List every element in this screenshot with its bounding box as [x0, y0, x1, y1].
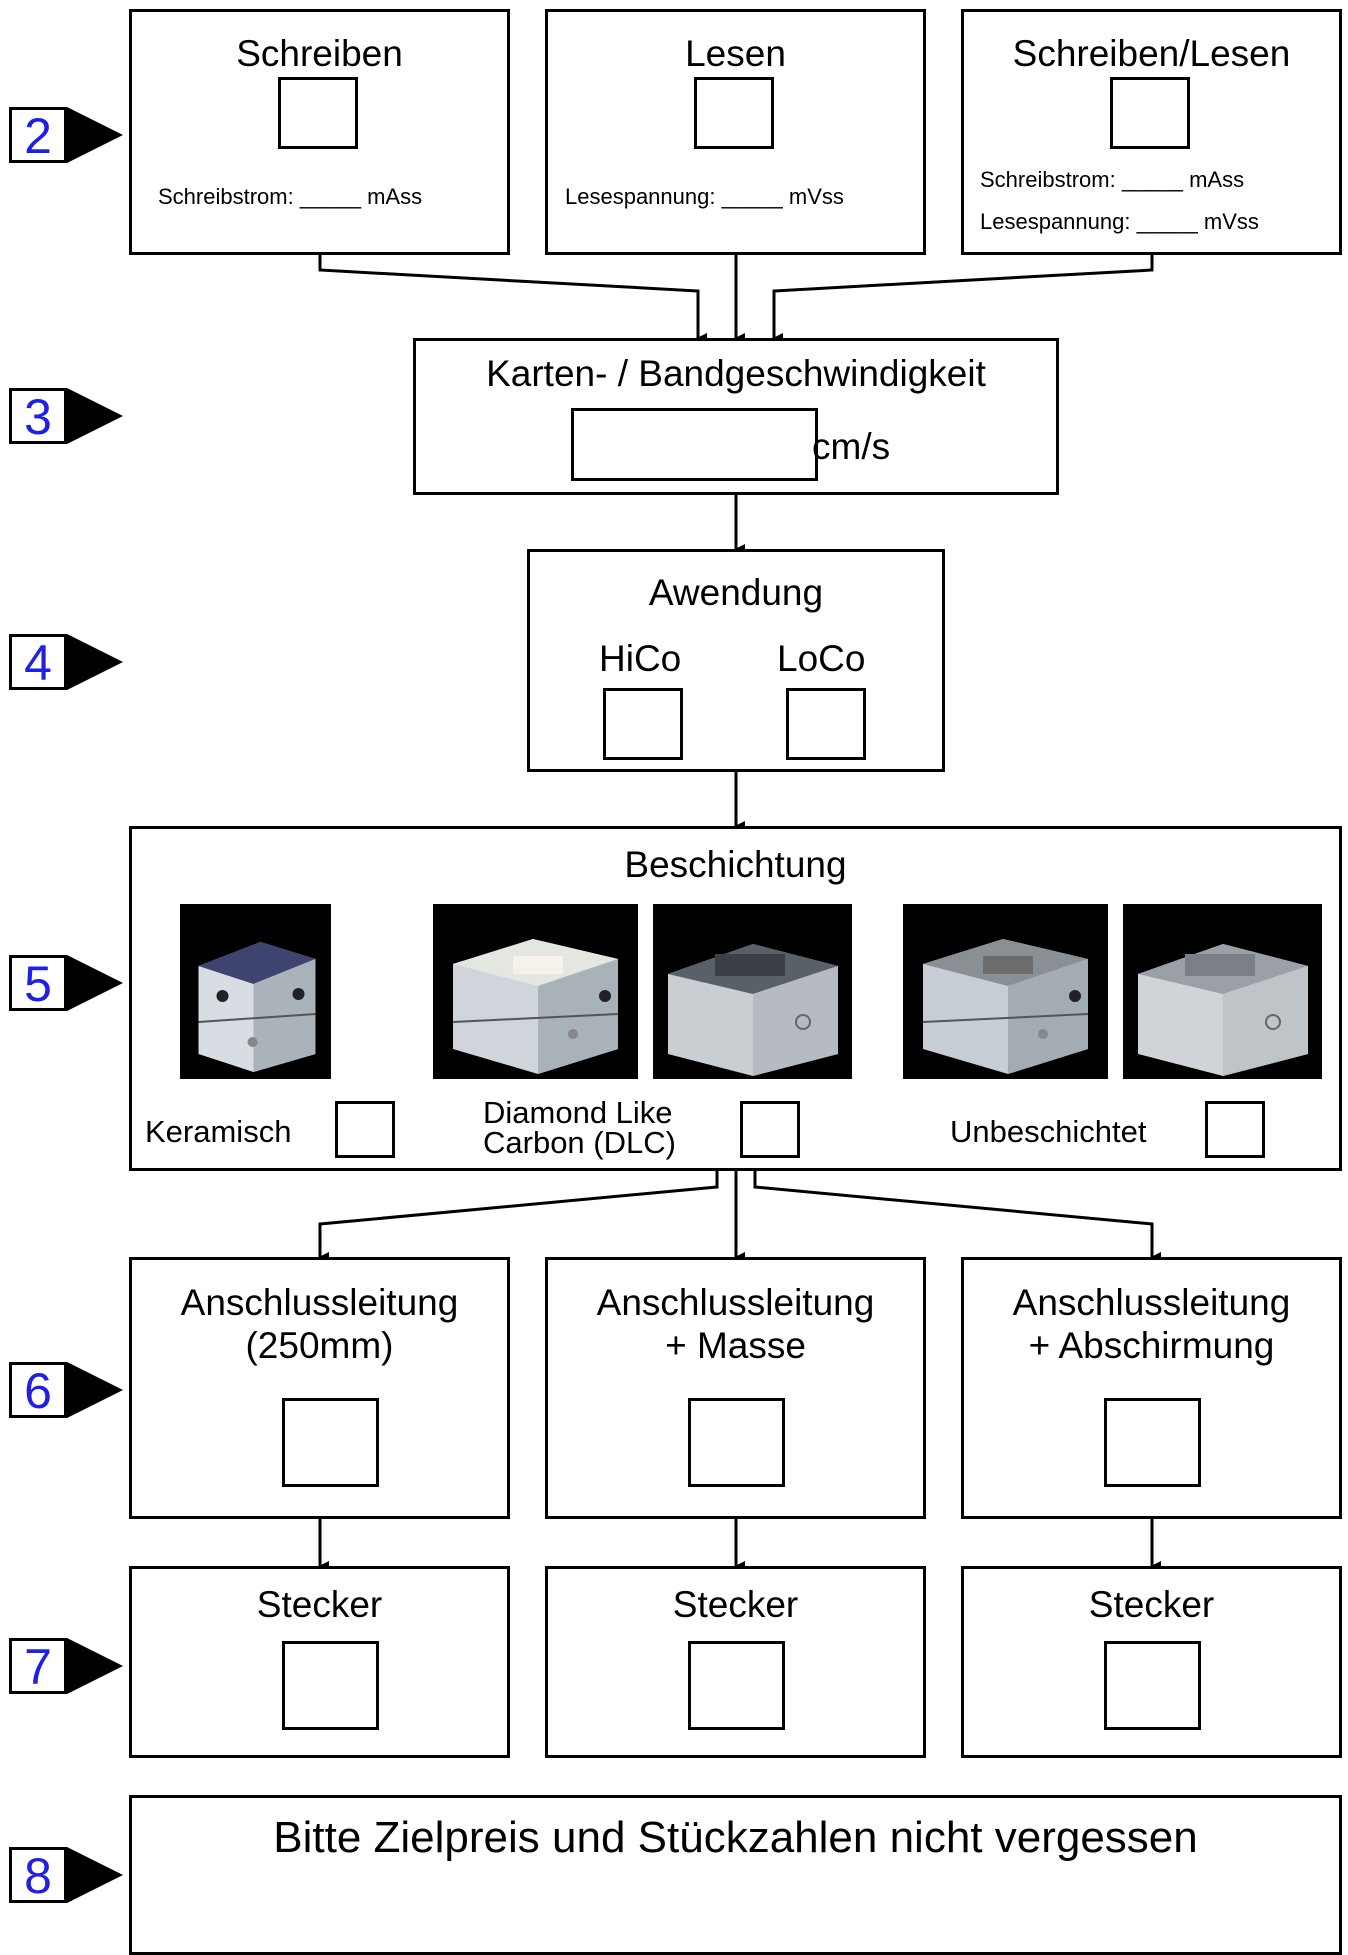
step-number: 4: [9, 634, 67, 690]
hico-checkbox[interactable]: [603, 688, 683, 760]
cable-standard-title-line1: Anschlussleitung: [180, 1282, 459, 1323]
connector-checkbox-1[interactable]: [282, 1641, 379, 1730]
rw-write-current-field[interactable]: Schreibstrom: _____ mAss: [980, 167, 1245, 192]
cable-ground-checkbox[interactable]: [688, 1398, 785, 1487]
cable-ground-box: Anschlussleitung + Masse: [545, 1257, 926, 1519]
loco-checkbox[interactable]: [786, 688, 866, 760]
connector-label-1: Stecker: [256, 1584, 383, 1625]
read-voltage-field[interactable]: Lesespannung: _____ mVss: [565, 184, 844, 209]
uncoated-checkbox[interactable]: [1205, 1101, 1265, 1158]
step-arrow-icon: [67, 1847, 123, 1903]
cable-shield-checkbox[interactable]: [1104, 1398, 1201, 1487]
step-number: 3: [9, 388, 67, 444]
rw-read-voltage-field[interactable]: Lesespannung: _____ mVss: [980, 209, 1259, 234]
step-arrow-icon: [67, 107, 123, 163]
step-arrow-icon: [67, 955, 123, 1011]
application-box: Awendung HiCo LoCo: [527, 549, 945, 772]
step-number: 8: [9, 1847, 67, 1903]
dlc-checkbox[interactable]: [740, 1101, 800, 1158]
cable-ground-title-line1: Anschlussleitung: [596, 1282, 875, 1323]
dlc-head-image-1: [433, 904, 638, 1079]
connector-box-3: Stecker: [961, 1566, 1342, 1758]
dlc-head-image-2: [653, 904, 852, 1079]
notes-title: Bitte Zielpreis und Stückzahlen nicht ve…: [273, 1813, 1198, 1862]
read-write-mode-box: Schreiben/Lesen Schreibstrom: _____ mAss…: [961, 9, 1342, 255]
uncoated-label: Unbeschichtet: [950, 1114, 1147, 1149]
cable-shield-title-line1: Anschlussleitung: [1012, 1282, 1291, 1323]
uncoated-head-image-2: [1123, 904, 1322, 1079]
notes-box[interactable]: Bitte Zielpreis und Stückzahlen nicht ve…: [129, 1795, 1342, 1955]
ceramic-label: Keramisch: [145, 1114, 292, 1149]
read-write-mode-title: Schreiben/Lesen: [1012, 33, 1291, 74]
write-current-field[interactable]: Schreibstrom: _____ mAss: [158, 184, 423, 209]
cable-standard-box: Anschlussleitung (250mm): [129, 1257, 510, 1519]
loco-label: LoCo: [777, 638, 866, 679]
read-write-mode-checkbox[interactable]: [1110, 77, 1190, 149]
application-title: Awendung: [648, 572, 824, 613]
connector-label-3: Stecker: [1088, 1584, 1215, 1625]
ceramic-head-image: [180, 904, 331, 1079]
connector-box-1: Stecker: [129, 1566, 510, 1758]
step-arrow-icon: [67, 1362, 123, 1418]
speed-unit: cm/s: [812, 426, 891, 467]
coating-box: Beschichtung: [129, 826, 1342, 1171]
hico-label: HiCo: [599, 638, 682, 679]
step-number: 6: [9, 1362, 67, 1418]
cable-standard-title-line2: (250mm): [245, 1325, 394, 1366]
coating-title: Beschichtung: [624, 844, 847, 885]
read-mode-box: Lesen Lesespannung: _____ mVss: [545, 9, 926, 255]
write-mode-checkbox[interactable]: [278, 77, 358, 149]
ceramic-checkbox[interactable]: [335, 1101, 395, 1158]
connector-checkbox-3[interactable]: [1104, 1641, 1201, 1730]
step-number: 2: [9, 107, 67, 163]
cable-standard-checkbox[interactable]: [282, 1398, 379, 1487]
step-number: 5: [9, 955, 67, 1011]
connector-box-2: Stecker: [545, 1566, 926, 1758]
step-arrow-icon: [67, 388, 123, 444]
step-arrow-icon: [67, 1638, 123, 1694]
write-mode-title: Schreiben: [236, 33, 403, 74]
step-number: 7: [9, 1638, 67, 1694]
connector-label-2: Stecker: [672, 1584, 799, 1625]
cable-ground-title-line2: + Masse: [665, 1325, 806, 1366]
speed-input[interactable]: [571, 408, 818, 481]
write-mode-box: Schreiben Schreibstrom: _____ mAss: [129, 9, 510, 255]
uncoated-head-image-1: [903, 904, 1108, 1079]
cable-shield-box: Anschlussleitung + Abschirmung: [961, 1257, 1342, 1519]
step-arrow-icon: [67, 634, 123, 690]
read-mode-checkbox[interactable]: [694, 77, 774, 149]
connector-checkbox-2[interactable]: [688, 1641, 785, 1730]
speed-box: Karten- / Bandgeschwindigkeit cm/s: [413, 338, 1059, 495]
speed-title: Karten- / Bandgeschwindigkeit: [486, 353, 986, 394]
dlc-label-line2: Carbon (DLC): [483, 1125, 676, 1160]
read-mode-title: Lesen: [685, 33, 786, 74]
dlc-label-line1: Diamond Like: [483, 1095, 673, 1130]
cable-shield-title-line2: + Abschirmung: [1028, 1325, 1275, 1366]
